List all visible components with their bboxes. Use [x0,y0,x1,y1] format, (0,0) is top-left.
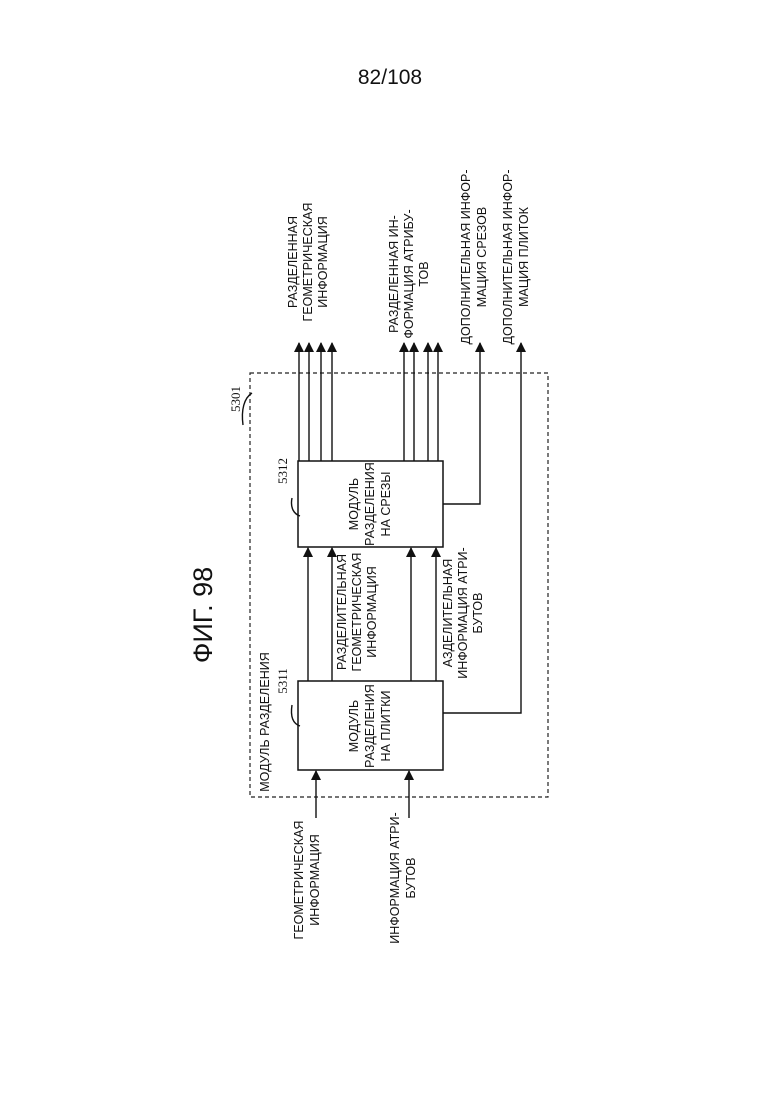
geometry-output-line-2: ГЕОМЕТРИЧЕСКАЯ [301,203,315,322]
slice-module-line-1: МОДУЛЬ [347,478,361,530]
attribute-output-line-1: РАЗДЕЛЕННАЯ ИН- [387,215,401,333]
split-attribute-label: АЗДЕЛИТЕЛЬНАЯ ИНФОРМАЦИЯ АТРИ- БУТОВ [441,547,485,678]
geometry-input-line-1: ГЕОМЕТРИЧЕСКАЯ [292,821,306,940]
slice-info-arrow [443,343,480,504]
figure-title: ФИГ. 98 [188,567,218,663]
attribute-input-line-1: ИНФОРМАЦИЯ АТРИ- [388,812,402,943]
split-geometry-label: РАЗДЕЛИТЕЛЬНАЯ ГЕОМЕТРИЧЕСКАЯ ИНФОРМАЦИЯ [335,553,379,672]
attribute-output-line-3: ТОВ [417,261,431,286]
attribute-output-label: РАЗДЕЛЕННАЯ ИН- ФОРМАЦИЯ АТРИБУ- ТОВ [387,209,431,338]
tile-module-line-1: МОДУЛЬ [347,700,361,752]
tile-info-line-2: МАЦИЯ ПЛИТОК [517,206,531,306]
attribute-output-line-2: ФОРМАЦИЯ АТРИБУ- [402,209,416,338]
split-attribute-line-1: АЗДЕЛИТЕЛЬНАЯ [441,559,455,668]
tile-module-line-3: НА ПЛИТКИ [379,691,393,762]
ref-5312: 5312 [275,458,290,484]
slice-info-line-2: МАЦИЯ СРЕЗОВ [475,207,489,307]
slice-module-line-3: НА СРЕЗЫ [379,472,393,537]
split-geometry-line-2: ГЕОМЕТРИЧЕСКАЯ [350,553,364,672]
tile-info-line-1: ДОПОЛНИТЕЛЬНАЯ ИНФОР- [501,170,515,345]
tile-module-line-2: РАЗДЕЛЕНИЯ [363,684,377,768]
slice-info-label: ДОПОЛНИТЕЛЬНАЯ ИНФОР- МАЦИЯ СРЕЗОВ [459,170,489,345]
geometry-input-label: ГЕОМЕТРИЧЕСКАЯ ИНФОРМАЦИЯ [292,821,322,940]
slice-module-line-2: РАЗДЕЛЕНИЯ [363,462,377,546]
split-geometry-line-3: ИНФОРМАЦИЯ [365,566,379,657]
geometry-output-label: РАЗДЕЛЕННАЯ ГЕОМЕТРИЧЕСКАЯ ИНФОРМАЦИЯ [286,203,330,322]
geometry-output-line-3: ИНФОРМАЦИЯ [316,216,330,307]
slice-info-line-1: ДОПОЛНИТЕЛЬНАЯ ИНФОР- [459,170,473,345]
split-attribute-line-3: БУТОВ [471,593,485,634]
ref-5311: 5311 [275,668,290,694]
split-attribute-line-2: ИНФОРМАЦИЯ АТРИ- [456,547,470,678]
attribute-input-line-2: БУТОВ [404,858,418,899]
attribute-input-label: ИНФОРМАЦИЯ АТРИ- БУТОВ [388,812,418,943]
container-label: МОДУЛЬ РАЗДЕЛЕНИЯ [258,652,272,792]
ref-5301: 5301 [228,386,243,412]
split-geometry-line-1: РАЗДЕЛИТЕЛЬНАЯ [335,554,349,670]
geometry-input-line-2: ИНФОРМАЦИЯ [308,834,322,925]
tile-info-label: ДОПОЛНИТЕЛЬНАЯ ИНФОР- МАЦИЯ ПЛИТОК [501,170,531,345]
geometry-output-line-1: РАЗДЕЛЕННАЯ [286,216,300,308]
